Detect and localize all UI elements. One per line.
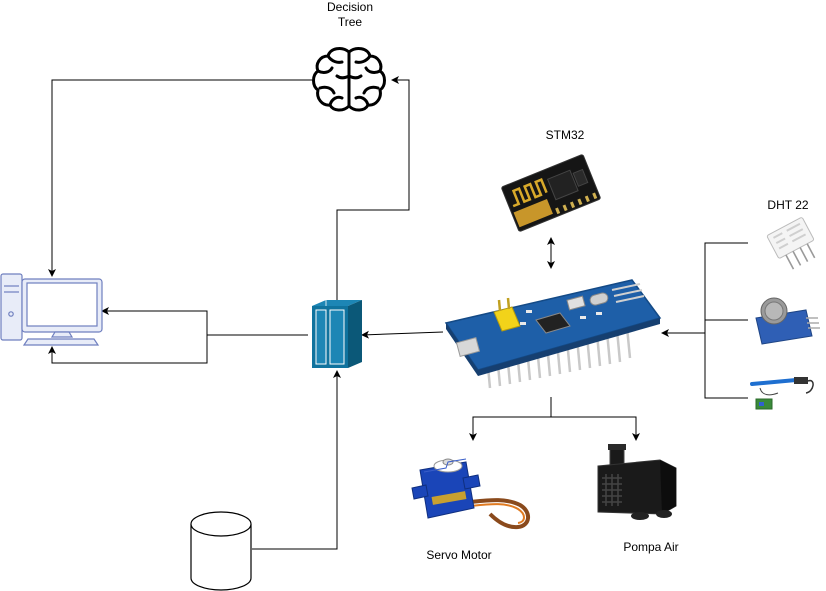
decision-tree-label: Decision Tree (310, 0, 390, 30)
desktop-computer-icon (0, 273, 103, 346)
database-icon (190, 511, 252, 591)
ph-sensor-icon (750, 377, 814, 410)
pump-label: Pompa Air (623, 540, 679, 554)
connectors (48, 76, 748, 550)
dht22-sensor-icon (766, 217, 816, 270)
decision-tree-label-line2: Tree (337, 15, 363, 29)
edge-database-to-server (252, 370, 341, 550)
brain-icon (312, 47, 386, 112)
dht22-label: DHT 22 (767, 198, 809, 212)
decision-tree-label-line1: Decision (326, 0, 374, 14)
edge-server-to-brain (336, 76, 410, 300)
stm32-board-icon (444, 279, 662, 389)
wifi-module-label: STM32 (545, 128, 585, 142)
water-pump-icon (597, 444, 677, 520)
servo-motor-icon (411, 458, 530, 530)
edge-board-to-server (361, 330, 444, 339)
edge-server-to-computer-top (101, 307, 308, 336)
edge-brain-to-computer (48, 79, 312, 277)
server-icon (312, 300, 362, 368)
servo-motor-label: Servo Motor (426, 548, 492, 562)
edge-server-to-computer-bottom (48, 335, 208, 364)
esp-wifi-module-icon (501, 154, 601, 232)
edge-to-pump (551, 416, 640, 441)
gas-sensor-icon (755, 297, 820, 345)
edge-to-servo (469, 416, 551, 441)
